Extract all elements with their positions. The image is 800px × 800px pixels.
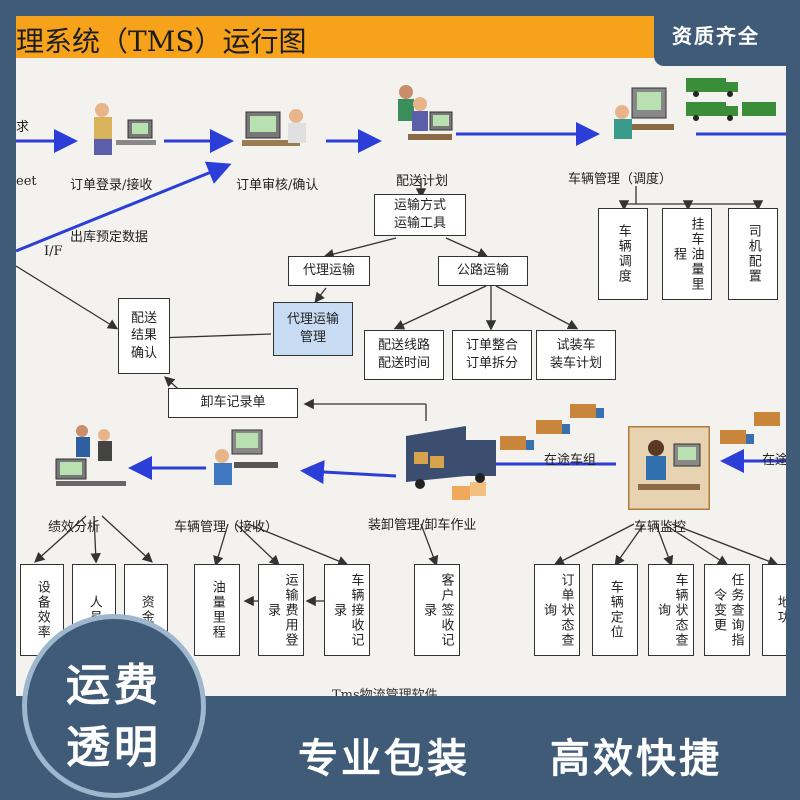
- tree-line: [247, 523, 349, 566]
- box-partial: 地功: [762, 564, 786, 656]
- tree-line: [420, 523, 439, 567]
- edge-fragment-label: 求: [16, 120, 30, 135]
- box-route-time: 配送线路 配送时间: [364, 330, 444, 380]
- station-label-order-entry: 订单登录/接收: [70, 178, 153, 193]
- truck-fleet-icon: [686, 78, 776, 121]
- diagram-canvas: 理系统（TMS）运行图: [16, 16, 786, 696]
- box-load-plan: 试装车 装车计划: [536, 330, 616, 380]
- delivery-truck-icon: [406, 426, 496, 500]
- box-trailer: 挂车油量里程: [662, 208, 712, 300]
- box-driver: 司机配置: [728, 208, 778, 300]
- station-label-receive-vehicle: 车辆管理（接收）: [174, 520, 279, 535]
- operator-workstation-icon: [614, 87, 674, 139]
- operator-workstation-icon: [214, 429, 278, 485]
- tree-line: [235, 523, 280, 566]
- tree-line: [655, 523, 674, 567]
- box-transport-method: 运输方式 运输工具: [374, 194, 466, 236]
- box-vehicle-status: 车辆状态查询: [648, 564, 694, 656]
- connector-lines: [16, 122, 786, 607]
- station-label-vehicle-dispatch: 车辆管理（调度）: [568, 172, 673, 187]
- operator-workstation-icon: [94, 103, 156, 155]
- box-delivery-result: 配送 结果 确认: [118, 298, 170, 374]
- flow-arrow: [300, 460, 397, 484]
- box-agent-transport: 代理运输: [288, 256, 370, 286]
- tree-line: [153, 332, 272, 343]
- box-vehicle-receive-rec: 车辆接收记录: [324, 564, 370, 656]
- box-agent-manage: 代理运输 管理: [273, 302, 353, 356]
- edge-fragment-label: I/F: [44, 244, 63, 259]
- box-fuel: 油量里程: [194, 564, 240, 656]
- seal-line-1: 运费: [66, 660, 162, 711]
- box-task-query: 任务查询指令变更: [704, 564, 750, 656]
- diagram-title: 理系统（TMS）运行图: [16, 25, 307, 58]
- box-order-merge: 订单整合 订单拆分: [452, 330, 532, 380]
- box-vehicle-sched: 车辆调度: [598, 208, 648, 300]
- box-vehicle-locate: 车辆定位: [592, 564, 638, 656]
- tree-line: [16, 265, 119, 330]
- tree-line: [445, 237, 489, 258]
- flow-arrow: [16, 161, 232, 253]
- title-bar: 理系统（TMS）运行图: [16, 16, 656, 58]
- freight-transparent-seal: 运费 透明: [22, 614, 206, 798]
- station-label-dispatch-plan: 配送计划: [396, 174, 449, 189]
- tree-line: [614, 523, 645, 567]
- tree-line: [553, 523, 635, 566]
- edge-fragment-label: eet: [16, 174, 37, 189]
- station-label-vehicle-monitor: 车辆监控: [634, 520, 687, 535]
- box-order-status: 订单状态查询: [534, 564, 580, 656]
- tree-line: [663, 523, 729, 566]
- operator-workstation-icon: [628, 426, 710, 510]
- tree-line: [393, 285, 487, 330]
- truck-fleet-icon: [720, 412, 780, 444]
- edge-fragment-label: 在途: [762, 453, 786, 468]
- box-freight: 运输费用登录: [258, 564, 304, 656]
- tree-line: [213, 523, 229, 567]
- label-in-transit: 在途车组: [544, 453, 597, 468]
- tree-line: [495, 285, 579, 330]
- software-caption: Tms物流管理软件: [332, 688, 438, 696]
- station-label-performance: 绩效分析: [48, 520, 101, 535]
- box-unload-record: 卸车记录单: [168, 388, 298, 418]
- seal-line-2: 透明: [66, 722, 162, 773]
- tree-line: [101, 515, 153, 563]
- box-equip-eff: 设备效率: [20, 564, 64, 656]
- tree-line: [323, 237, 397, 260]
- label-preset-data: 出库预定数据: [70, 230, 149, 245]
- truck-fleet-icon: [500, 404, 604, 450]
- operator-workstation-icon: [242, 109, 306, 146]
- slogan-right: 高效快捷: [550, 736, 722, 782]
- station-label-order-review: 订单审核/确认: [236, 178, 319, 193]
- badge-text: 资质齐全: [672, 24, 760, 48]
- operator-workstation-icon: [55, 425, 126, 486]
- tree-line: [671, 523, 779, 567]
- slogan-left: 专业包装: [298, 736, 470, 782]
- tree-line: [34, 515, 87, 563]
- box-road-transport: 公路运输: [438, 256, 528, 286]
- operator-workstation-icon: [398, 85, 453, 140]
- station-label-load-unload: 装卸管理/卸车作业: [368, 518, 477, 533]
- tree-line: [314, 287, 327, 304]
- tree-line: [90, 515, 101, 564]
- qualification-badge: 资质齐全: [654, 0, 800, 66]
- box-customer-sign: 客户签收记录: [414, 564, 460, 656]
